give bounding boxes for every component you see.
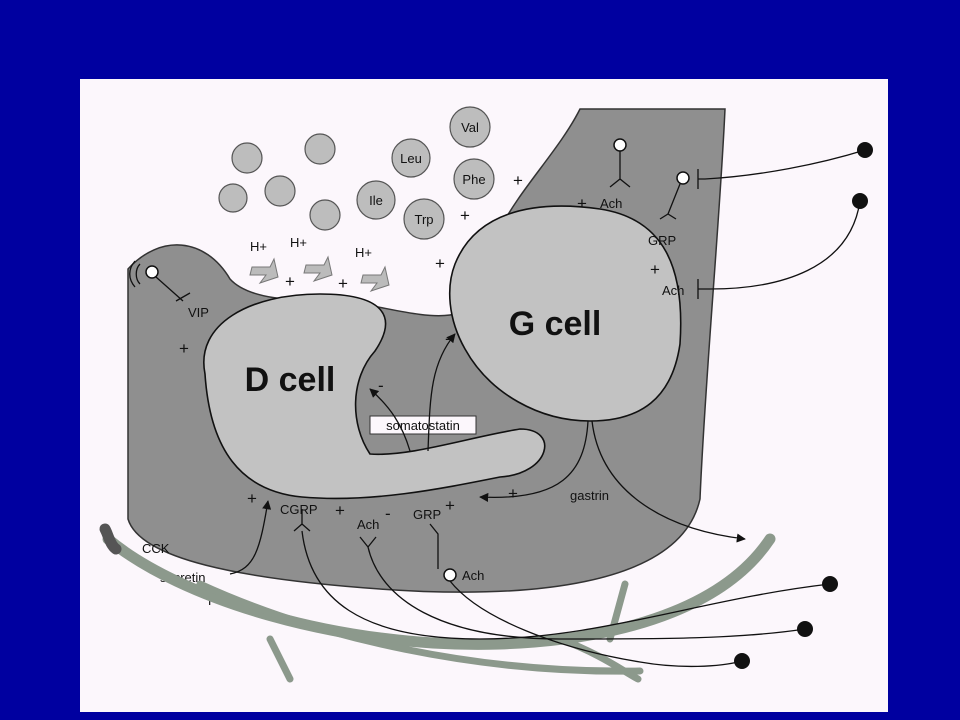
grp-top-sign: +: [650, 260, 660, 279]
luminal-particle: [304, 133, 336, 165]
lumen-plus-sign: +: [460, 206, 470, 225]
nerve-terminal-icon: [797, 621, 813, 637]
lumen-plus-sign: +: [285, 272, 295, 291]
grp-nerve-terminal-icon: [857, 142, 873, 158]
gastrin-to-blood-arrow: [591, 420, 746, 543]
h-ion-label: H+: [290, 235, 307, 250]
grp-bottom-sign: +: [445, 496, 455, 515]
cgrp-label: CGRP: [280, 502, 318, 517]
nerve-terminal-icon: [822, 576, 838, 592]
lumen-plus-sign: +: [338, 274, 348, 293]
gastrin-to-d-arrow: [479, 420, 589, 502]
ach-top-receptor-icon: [613, 138, 627, 152]
secretin-sign: +: [247, 489, 257, 508]
capillary-vessel: [102, 533, 776, 650]
vip-label: VIP: [188, 305, 209, 320]
g-cell-label: G cell: [509, 305, 602, 343]
lumen-plus-sign: +: [513, 171, 523, 190]
vip-sign: +: [179, 339, 189, 358]
ach-top-label: Ach: [600, 196, 622, 211]
cck-label: CCK: [142, 541, 170, 556]
nerve-branch: [266, 635, 294, 683]
somatostatin-to-g-arrow: [427, 333, 456, 452]
ach-top-sign: +: [577, 194, 587, 213]
grp-top-receptor-stem: [659, 183, 681, 220]
grp-top-label: GRP: [648, 233, 676, 248]
cgrp-receptor-stem: [293, 509, 311, 532]
amino-acid-val: Val: [461, 120, 479, 135]
gastric-mucosa-diagram: Val Leu Phe Ile Trp H+ H+ H+ + + + + + G…: [99, 106, 873, 683]
amino-acid-phe-bead: [453, 158, 495, 200]
grp-top-receptor-icon: [676, 171, 690, 185]
grp-nerve-fiber: [697, 149, 866, 189]
figure-panel: Val Leu Phe Ile Trp H+ H+ H+ + + + + + G…: [80, 79, 888, 712]
luminal-particle: [231, 142, 263, 174]
grp-bottom-receptor-stem: [429, 523, 439, 569]
hormone-to-d-arrow: [229, 500, 272, 575]
ach-right-nerve-fiber: [697, 200, 861, 299]
h-ion-label: H+: [355, 245, 372, 260]
somatostatin-g-sign: -: [445, 329, 451, 348]
ach-nerve-fiber: [367, 546, 806, 640]
ach-bottom-sign: -: [385, 504, 391, 523]
cgrp-nerve-fiber: [301, 530, 831, 640]
amino-acid-phe: Phe: [462, 172, 485, 187]
ach-lower-nerve-fiber: [449, 580, 743, 668]
g-cell-shape: [448, 205, 682, 422]
amino-acid-ile: Ile: [369, 193, 383, 208]
somatostatin-label: somatostatin: [386, 418, 460, 433]
nerve-terminal-icon: [734, 653, 750, 669]
ach-lower-label: Ach: [462, 568, 484, 583]
ach-right-nerve-terminal-icon: [852, 193, 868, 209]
h-ion-arrow: [360, 265, 390, 292]
luminal-particle: [309, 199, 341, 231]
amino-acid-leu: Leu: [400, 151, 422, 166]
ach-right-label: Ach: [662, 283, 684, 298]
vip-wave-icon: [129, 260, 141, 288]
amino-acid-val-bead: [449, 106, 491, 148]
amino-acid-leu-bead: [391, 138, 431, 178]
nerve-fiber-band: [196, 580, 644, 675]
somatostatin-to-d-arrow: [369, 388, 411, 452]
gastrin-label: gastrin: [570, 488, 609, 503]
vip-receptor-icon: [145, 265, 159, 279]
lumen-plus-sign: +: [435, 254, 445, 273]
ach-bottom-label: Ach: [357, 517, 379, 532]
amino-acid-trp-bead: [403, 198, 445, 240]
amino-acid-trp: Trp: [414, 212, 433, 227]
luminal-particle: [218, 183, 248, 213]
amino-acid-ile-bead: [356, 180, 396, 220]
gastrin-sign: +: [508, 484, 518, 503]
vip-receptor-stem: [155, 276, 191, 302]
somatostatin-d-sign: -: [378, 376, 384, 395]
nerve-branch: [606, 580, 629, 643]
d-cell-label: D cell: [245, 361, 336, 399]
h-ion-arrow: [249, 257, 279, 284]
ach-lower-receptor-icon: [443, 568, 457, 582]
nerve-branch: [556, 635, 642, 683]
cgrp-sign: +: [335, 501, 345, 520]
capillary-vessel-end: [99, 523, 122, 555]
grp-bottom-label: GRP: [413, 507, 441, 522]
ach-top-receptor-stem: [609, 151, 631, 188]
h-ion-arrow: [303, 255, 333, 282]
d-cell-shape: [203, 293, 546, 500]
h-ion-label: H+: [250, 239, 267, 254]
luminal-particle: [264, 175, 296, 207]
